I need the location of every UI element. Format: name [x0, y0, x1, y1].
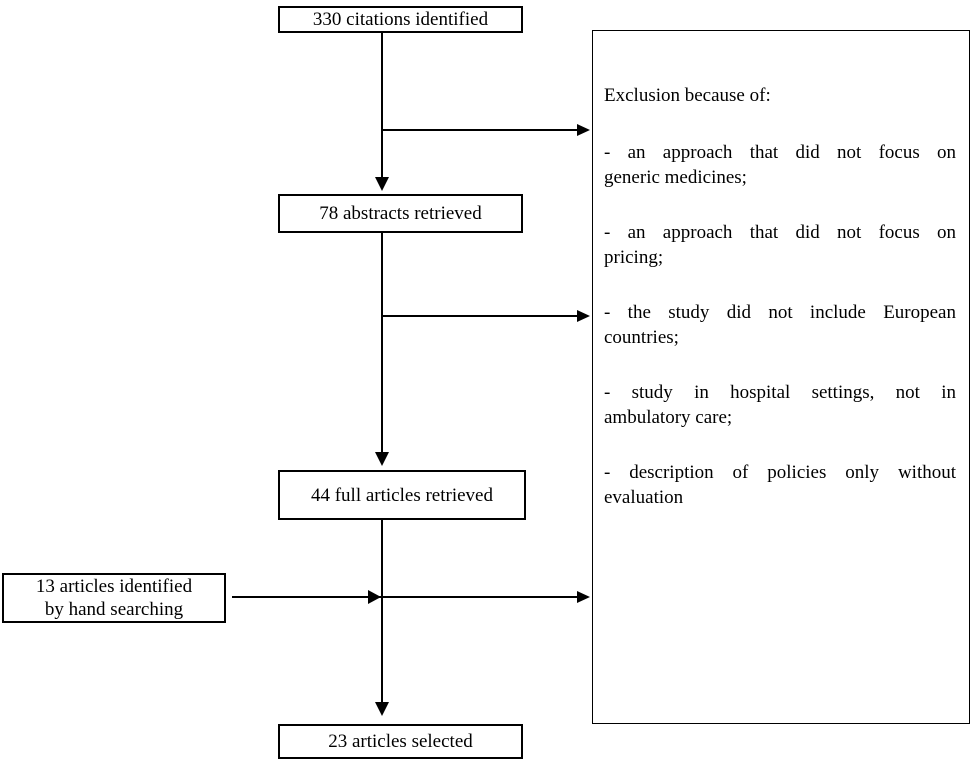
arrowhead-right-main-line — [368, 590, 381, 604]
flow-box-abstracts: 78 abstracts retrieved — [278, 194, 523, 233]
arrowhead-down-abstracts — [375, 177, 389, 191]
exclusion-reason-1-line1: - an approach that did not focus on — [604, 142, 956, 163]
arrow-line-full-articles-to-selected — [381, 520, 383, 703]
arrow-line-citations-to-abstracts — [381, 33, 383, 178]
flow-box-full-articles: 44 full articles retrieved — [278, 470, 526, 520]
exclusion-reason-2-line2: pricing; — [604, 247, 664, 268]
exclusion-reason-1: - an approach that did not focus on gene… — [604, 140, 956, 190]
exclusion-reason-4-line1: - study in hospital settings, not in — [604, 382, 956, 403]
flow-box-citations: 330 citations identified — [278, 6, 523, 33]
exclusion-box: Exclusion because of: - an approach that… — [592, 30, 970, 724]
arrowhead-down-full-articles — [375, 452, 389, 466]
exclusion-reason-3: - the study did not include European cou… — [604, 300, 956, 350]
exclusion-title: Exclusion because of: — [604, 85, 771, 106]
exclusion-reason-5: - description of policies only without e… — [604, 460, 956, 510]
arrowhead-right-exclusion-3 — [577, 591, 590, 603]
flow-box-hand-search-line2: by hand searching — [44, 599, 184, 620]
exclusion-reason-2: - an approach that did not focus on pric… — [604, 220, 956, 270]
flow-box-full-articles-label: 44 full articles retrieved — [310, 484, 493, 506]
exclusion-reason-3-line2: countries; — [604, 327, 679, 348]
exclusion-reason-2-line1: - an approach that did not focus on — [604, 222, 956, 243]
arrow-line-abstracts-to-full-articles — [381, 233, 383, 453]
exclusion-reason-1-line2: generic medicines; — [604, 167, 747, 188]
flow-box-hand-search-line1: 13 articles identified — [35, 576, 193, 597]
flow-box-abstracts-label: 78 abstracts retrieved — [319, 203, 482, 224]
arrowhead-down-selected — [375, 702, 389, 716]
flow-box-hand-search: 13 articles identified by hand searching — [2, 573, 226, 623]
arrow-line-branch1-to-exclusion — [382, 129, 578, 131]
flow-box-selected: 23 articles selected — [278, 724, 523, 759]
exclusion-reason-5-line2: evaluation — [604, 487, 684, 508]
exclusion-reason-4: - study in hospital settings, not in amb… — [604, 380, 956, 430]
exclusion-reason-5-line1: - description of policies only without — [604, 462, 956, 483]
exclusion-reason-3-line1: - the study did not include European — [604, 302, 956, 323]
arrowhead-right-exclusion-2 — [577, 310, 590, 322]
arrowhead-right-exclusion-1 — [577, 124, 590, 136]
flow-box-citations-label: 330 citations identified — [312, 9, 489, 30]
exclusion-reason-4-line2: ambulatory care; — [604, 407, 733, 428]
flow-box-selected-label: 23 articles selected — [328, 731, 473, 752]
arrow-line-branch2-to-exclusion — [382, 315, 578, 317]
arrow-line-hand-search-to-exclusion — [232, 596, 578, 598]
